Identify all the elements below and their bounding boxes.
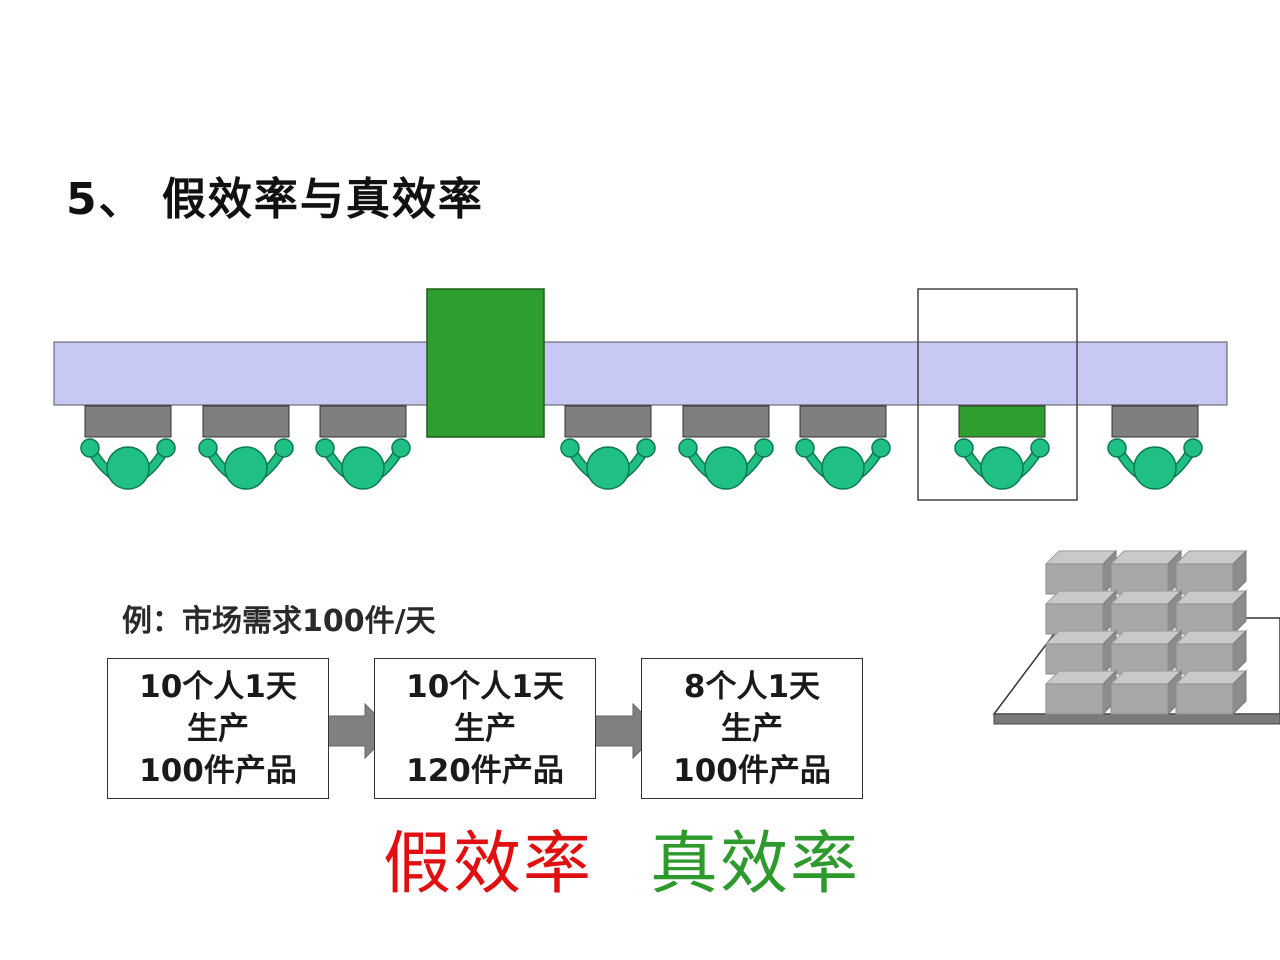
scenario-box-3: 8个人1天 生产 100件产品: [641, 658, 863, 799]
box-line: 10个人1天: [406, 668, 564, 705]
scenario-box-1: 10个人1天 生产 100件产品: [107, 658, 329, 799]
worker-hand-right: [274, 438, 294, 458]
fake-efficiency-label: 假效率: [383, 825, 594, 904]
worker-hand-right: [754, 438, 774, 458]
worker-4: [560, 405, 656, 490]
box-line: 生产: [187, 710, 249, 747]
box-line: 8个人1天: [683, 668, 821, 705]
worker-head: [704, 446, 748, 490]
cube-front: [1045, 643, 1104, 675]
cube-front: [1175, 603, 1234, 635]
product-cube: [1044, 589, 1118, 636]
product-cube: [1174, 589, 1248, 636]
worker-5: [678, 405, 774, 490]
product-cube: [1044, 549, 1118, 596]
cube-front: [1110, 683, 1169, 715]
worker-8: [1107, 405, 1203, 490]
worker-hand-right: [156, 438, 176, 458]
worker-stations: [80, 405, 1203, 490]
product-cube: [1109, 629, 1183, 676]
workstation: [958, 405, 1046, 438]
worker-hand-left: [315, 438, 335, 458]
product-cube: [1044, 669, 1118, 716]
worker-head: [341, 446, 385, 490]
highlight-frame: [917, 288, 1078, 501]
worker-1: [80, 405, 176, 490]
cube-front: [1045, 603, 1104, 635]
worker-hand-left: [678, 438, 698, 458]
worker-head: [224, 446, 268, 490]
worker-hand-right: [1183, 438, 1203, 458]
workstation: [319, 405, 407, 438]
box-line: 10个人1天: [139, 668, 297, 705]
example-text: 例：市场需求100件/天: [122, 604, 436, 639]
box-line: 100件产品: [673, 752, 831, 789]
page-title: 5、 假效率与真效率: [66, 174, 484, 225]
product-cube: [1044, 629, 1118, 676]
workstation: [682, 405, 770, 438]
worker-hand-right: [871, 438, 891, 458]
scenario-box-2: 10个人1天 生产 120件产品: [374, 658, 596, 799]
product-cube: [1174, 549, 1248, 596]
product-cube: [1109, 549, 1183, 596]
worker-head: [821, 446, 865, 490]
cube-front: [1110, 563, 1169, 595]
worker-hand-right: [636, 438, 656, 458]
worker-hand-left: [1107, 438, 1127, 458]
worker-head: [980, 446, 1024, 490]
worker-6: [795, 405, 891, 490]
worker-head: [106, 446, 150, 490]
workstation: [84, 405, 172, 438]
workstation: [1111, 405, 1199, 438]
worker-hand-left: [795, 438, 815, 458]
cube-front: [1045, 563, 1104, 595]
product-cube: [1109, 669, 1183, 716]
worker-hand-right: [1030, 438, 1050, 458]
box-line: 120件产品: [406, 752, 564, 789]
worker-2: [198, 405, 294, 490]
finished-goods-stack: [992, 549, 1280, 725]
box-line: 生产: [721, 710, 783, 747]
workstation: [202, 405, 290, 438]
worker-hand-left: [198, 438, 218, 458]
worker-hand-right: [391, 438, 411, 458]
cube-front: [1175, 683, 1234, 715]
worker-head: [1133, 446, 1177, 490]
conveyor-belt: [53, 341, 1228, 406]
workstation: [799, 405, 887, 438]
worker-3: [315, 405, 411, 490]
product-cube: [1174, 669, 1248, 716]
real-efficiency-label: 真效率: [650, 825, 861, 904]
cube-front: [1110, 603, 1169, 635]
worker-7: [954, 405, 1050, 490]
product-cube: [1109, 589, 1183, 636]
box-line: 生产: [454, 710, 516, 747]
worker-hand-left: [80, 438, 100, 458]
cube-front: [1110, 643, 1169, 675]
cube-front: [1175, 563, 1234, 595]
cube-front: [1175, 643, 1234, 675]
cube-front: [1045, 683, 1104, 715]
wip-inventory-block: [426, 288, 545, 438]
worker-hand-left: [954, 438, 974, 458]
worker-hand-left: [560, 438, 580, 458]
product-cube: [1174, 629, 1248, 676]
pallet-base: [993, 713, 1280, 725]
workstation: [564, 405, 652, 438]
box-line: 100件产品: [139, 752, 297, 789]
worker-head: [586, 446, 630, 490]
